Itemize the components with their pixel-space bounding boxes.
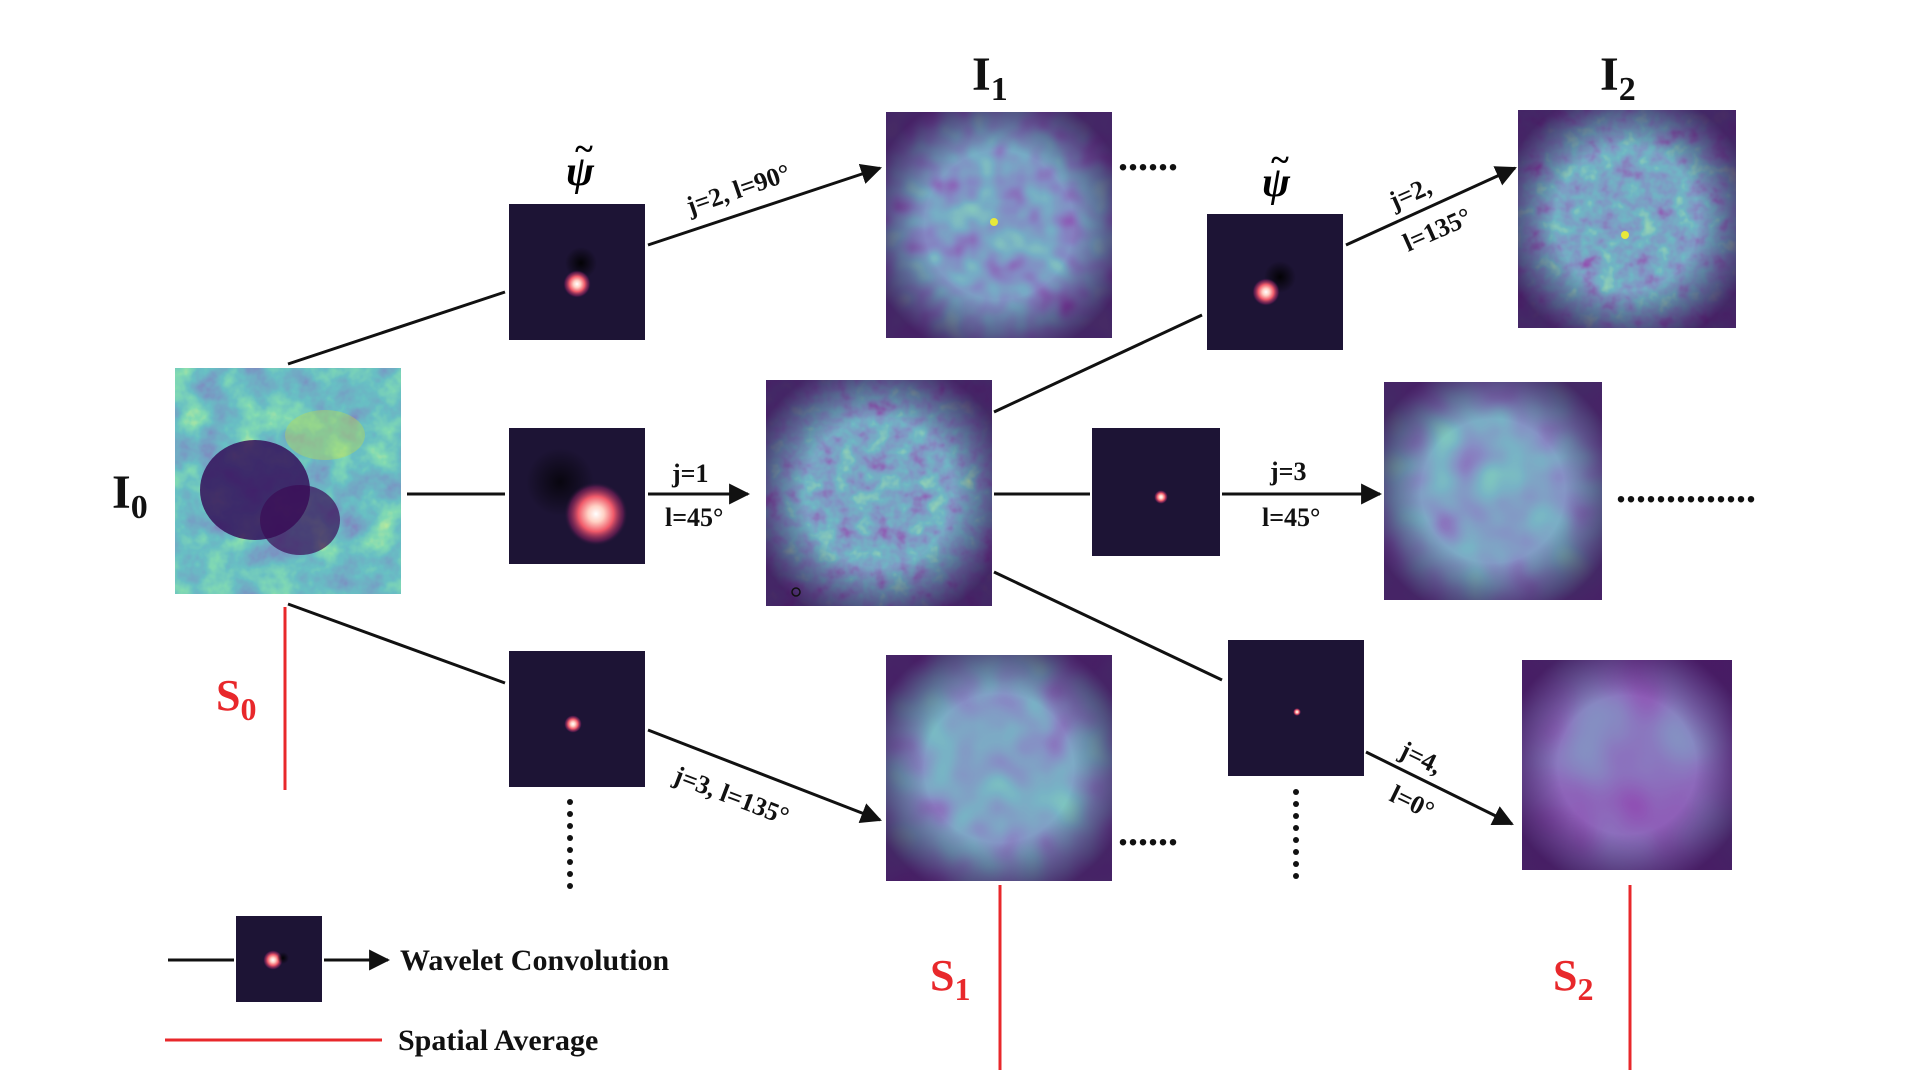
edge-label-e3: j=3, l=135° bbox=[669, 760, 793, 831]
arrow-e3 bbox=[647, 728, 882, 823]
map-bot-1 bbox=[886, 655, 1112, 881]
wavelet-filter-top bbox=[509, 204, 645, 340]
edge-mid-to-filter-bot bbox=[993, 570, 1223, 682]
arrow-e4 bbox=[1345, 166, 1517, 247]
map-top-1 bbox=[886, 112, 1112, 338]
edge-i0-to-filter-top bbox=[287, 290, 506, 366]
legend-wavelet-label: Wavelet Convolution bbox=[400, 944, 669, 977]
psi-symbol-2: ψ bbox=[1262, 160, 1291, 206]
wavelet-filter-mid bbox=[509, 428, 645, 564]
legend-average-label: Spatial Average bbox=[398, 1024, 598, 1057]
map-bot-2 bbox=[1522, 660, 1732, 870]
edge-label-e5-line1: j=3 bbox=[1269, 457, 1306, 486]
edge-label-e2-line2: l=45° bbox=[665, 503, 723, 532]
legend-wavelet-panel bbox=[236, 916, 322, 1002]
ellipsis-bot: ...... bbox=[1118, 809, 1178, 854]
edge-mid-to-filter-top bbox=[993, 313, 1203, 414]
wavelet-filter-bot-2 bbox=[1228, 640, 1364, 776]
map-mid-2 bbox=[1384, 382, 1602, 600]
label-s0: S0 bbox=[216, 671, 256, 727]
label-s2: S2 bbox=[1553, 951, 1593, 1007]
map-top-2 bbox=[1518, 110, 1736, 328]
label-s1: S1 bbox=[930, 951, 970, 1007]
wavelet-filter-mid-2 bbox=[1092, 428, 1220, 556]
edge-label-e5-line2: l=45° bbox=[1262, 503, 1320, 532]
ellipsis-right: .............. bbox=[1616, 466, 1756, 511]
edge-label-e4-line2: l=135° bbox=[1399, 202, 1476, 258]
connectors bbox=[287, 163, 1517, 826]
label-i2: I2 bbox=[1600, 48, 1636, 108]
average-lines bbox=[283, 607, 1632, 1070]
map-mid-1 bbox=[766, 380, 992, 606]
edge-label-e6-line1: j=4, bbox=[1394, 735, 1446, 780]
label-i1: I1 bbox=[972, 48, 1008, 108]
psi-tilde-1: ~ bbox=[575, 131, 593, 168]
ellipsis-top: ...... bbox=[1118, 134, 1178, 179]
arrow-e6 bbox=[1365, 750, 1514, 826]
input-image-i0 bbox=[175, 368, 401, 594]
vertical-dots-1 bbox=[567, 799, 573, 889]
psi-tilde-2: ~ bbox=[1271, 142, 1289, 179]
wavelet-filter-top-2 bbox=[1207, 214, 1343, 350]
edge-label-e6-line2: l=0° bbox=[1385, 779, 1439, 825]
wavelet-filter-bot bbox=[509, 651, 645, 787]
legend: Wavelet Convolution Spatial Average bbox=[165, 944, 669, 1057]
edge-i0-to-filter-bot bbox=[287, 602, 506, 685]
arrow-e1 bbox=[647, 163, 882, 247]
label-i0: I0 bbox=[112, 466, 148, 526]
edge-label-e1: j=2, l=90° bbox=[682, 158, 794, 221]
edge-label-e2-line1: j=1 bbox=[671, 459, 708, 488]
psi-symbol-1: ψ bbox=[566, 149, 595, 195]
vertical-dots-2 bbox=[1293, 789, 1299, 879]
